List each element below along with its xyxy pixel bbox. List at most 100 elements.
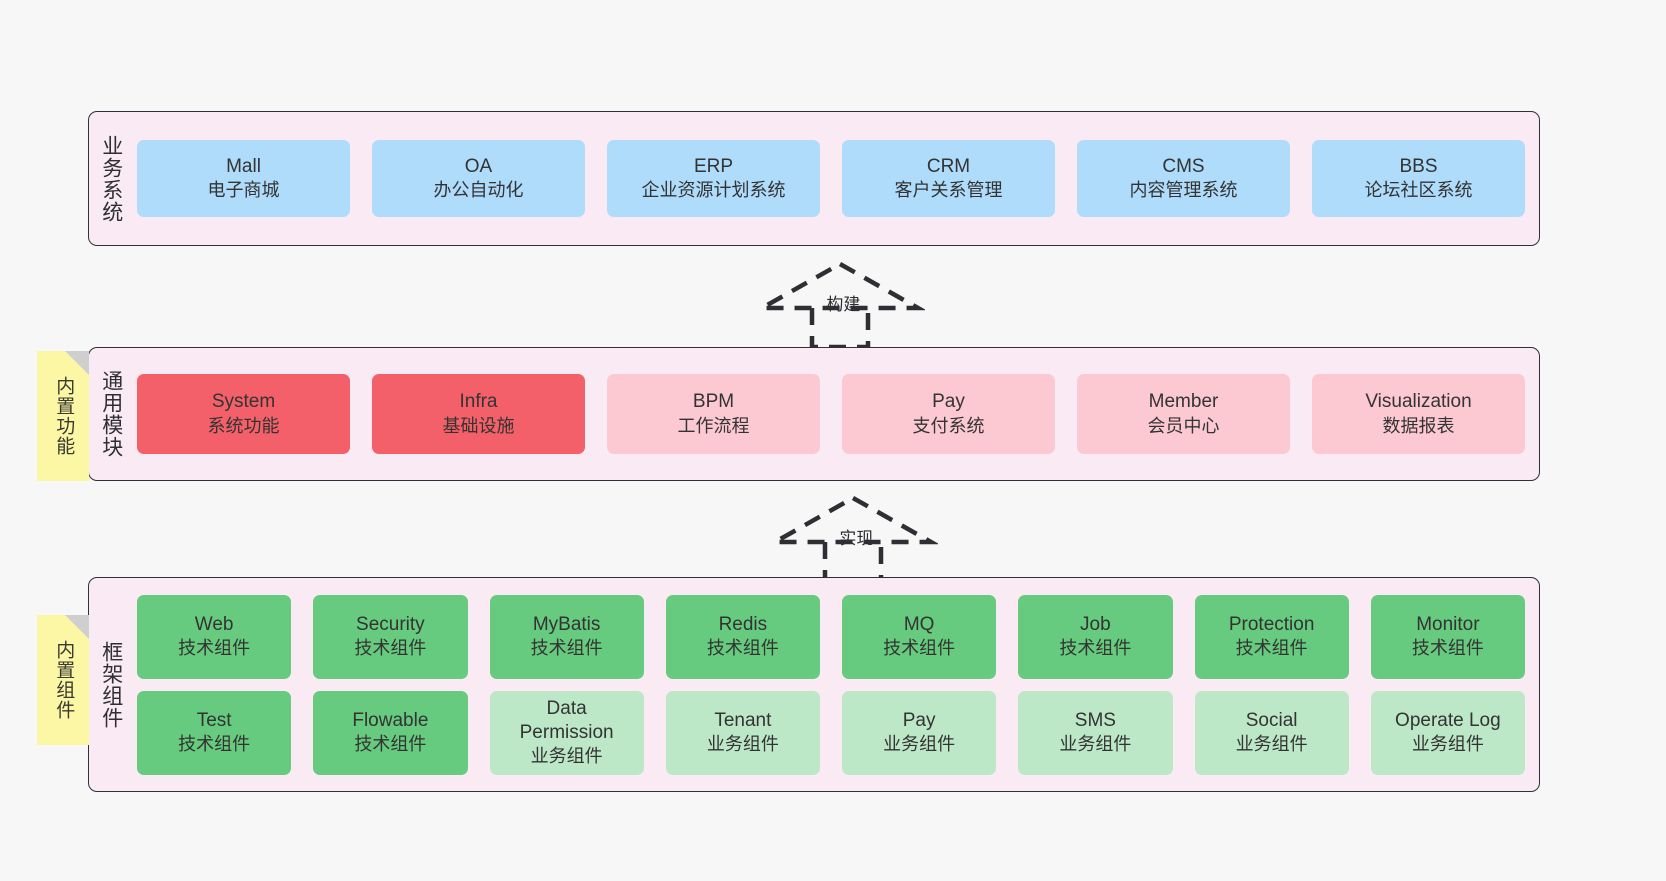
box-title-cn: 企业资源计划系统 xyxy=(641,180,786,201)
box-security[interactable]: Security 技术组件 xyxy=(313,594,468,679)
box-title-en: MyBatis xyxy=(532,613,601,635)
box-title-cn: 技术组件 xyxy=(354,638,427,659)
layer-row: System 系统功能 Infra 基础设施 BPM 工作流程 Pay 支付系统… xyxy=(137,374,1525,454)
arrow-implement-label: 实现 xyxy=(839,529,874,548)
box-title-en: Web xyxy=(194,613,234,635)
layer-common-modules: 通用模块 System 系统功能 Infra 基础设施 BPM 工作流程 Pay… xyxy=(88,347,1540,481)
box-protection[interactable]: Protection 技术组件 xyxy=(1194,594,1349,679)
layer-title-business: 业务系统 xyxy=(99,134,123,223)
box-title-cn: 客户关系管理 xyxy=(894,180,1003,201)
box-flowable[interactable]: Flowable 技术组件 xyxy=(313,690,468,775)
layer-body-business: Mall 电子商城 OA 办公自动化 ERP 企业资源计划系统 CRM 客户关系… xyxy=(133,112,1539,245)
box-infra[interactable]: Infra 基础设施 xyxy=(372,374,585,454)
box-mall[interactable]: Mall 电子商城 xyxy=(137,140,350,217)
box-title-en: BBS xyxy=(1399,155,1438,177)
layer-title-framework: 框架组件 xyxy=(99,640,123,729)
box-social[interactable]: Social 业务组件 xyxy=(1194,690,1349,775)
box-title-en: Member xyxy=(1148,391,1219,413)
box-title-cn: 内容管理系统 xyxy=(1129,180,1238,201)
box-title-cn: 技术组件 xyxy=(178,734,251,755)
box-title-en: Social xyxy=(1245,709,1298,731)
box-title-cn: 业务组件 xyxy=(706,734,779,755)
box-title-cn: 技术组件 xyxy=(354,734,427,755)
box-title-en: Test xyxy=(196,709,232,731)
box-operate-log[interactable]: Operate Log 业务组件 xyxy=(1370,690,1525,775)
box-title-cn: 基础设施 xyxy=(442,415,515,436)
note-fold-corner-icon xyxy=(65,351,89,375)
box-title-cn: 办公自动化 xyxy=(433,180,524,201)
box-title-en: OA xyxy=(464,155,493,177)
box-title-en: System xyxy=(211,391,276,413)
box-visualization[interactable]: Visualization 数据报表 xyxy=(1312,374,1525,454)
box-test[interactable]: Test 技术组件 xyxy=(137,690,292,775)
layer-row: Test 技术组件 Flowable 技术组件 Data Permission … xyxy=(137,690,1525,775)
box-title-cn: 技术组件 xyxy=(883,638,956,659)
box-title-en: Security xyxy=(356,613,425,635)
layer-framework-components: 框架组件 Web 技术组件 Security 技术组件 MyBatis 技术组件… xyxy=(88,577,1540,792)
box-monitor[interactable]: Monitor 技术组件 xyxy=(1370,594,1525,679)
note-text: 内置组件 xyxy=(53,640,75,720)
box-pay-component[interactable]: Pay 业务组件 xyxy=(842,690,997,775)
box-title-cn: 业务组件 xyxy=(883,734,956,755)
box-title-cn: 技术组件 xyxy=(178,638,251,659)
box-web[interactable]: Web 技术组件 xyxy=(137,594,292,679)
layer-business-systems: 业务系统 Mall 电子商城 OA 办公自动化 ERP 企业资源计划系统 CRM… xyxy=(88,111,1540,246)
box-title-cn: 技术组件 xyxy=(1059,638,1132,659)
box-title-cn: 支付系统 xyxy=(912,415,985,436)
generalization-triangle xyxy=(768,495,938,545)
layer-title-common: 通用模块 xyxy=(99,370,123,458)
box-title-cn: 技术组件 xyxy=(530,638,603,659)
box-title-cn: 会员中心 xyxy=(1147,415,1220,436)
box-mybatis[interactable]: MyBatis 技术组件 xyxy=(489,594,644,679)
note-builtin-features: 内置功能 xyxy=(37,351,89,481)
box-title-en: Mall xyxy=(226,155,261,177)
box-data-permission[interactable]: Data Permission 业务组件 xyxy=(489,690,644,775)
box-title-en: Pay xyxy=(932,391,965,413)
box-erp[interactable]: ERP 企业资源计划系统 xyxy=(607,140,820,217)
box-title-cn: 业务组件 xyxy=(530,746,603,767)
arrow-build-label: 构建 xyxy=(826,295,861,314)
box-title-cn: 业务组件 xyxy=(1411,734,1484,755)
box-sms[interactable]: SMS 业务组件 xyxy=(1018,690,1173,775)
box-pay[interactable]: Pay 支付系统 xyxy=(842,374,1055,454)
box-mq[interactable]: MQ 技术组件 xyxy=(842,594,997,679)
box-title-en: Data Permission xyxy=(519,697,614,743)
box-title-en: SMS xyxy=(1074,709,1116,731)
note-text: 内置功能 xyxy=(53,376,75,456)
box-title-cn: 技术组件 xyxy=(1411,638,1484,659)
box-title-en: Tenant xyxy=(714,709,772,731)
box-title-en: Job xyxy=(1080,613,1111,635)
box-title-en: MQ xyxy=(903,613,935,635)
note-fold-corner-icon xyxy=(65,615,89,639)
note-builtin-components: 内置组件 xyxy=(37,615,89,745)
box-title-cn: 论坛社区系统 xyxy=(1364,180,1473,201)
box-title-en: Monitor xyxy=(1416,613,1480,635)
arrow-implement: 实现 xyxy=(768,492,938,582)
box-system[interactable]: System 系统功能 xyxy=(137,374,350,454)
box-title-cn: 技术组件 xyxy=(706,638,779,659)
layer-row: Web 技术组件 Security 技术组件 MyBatis 技术组件 Redi… xyxy=(137,594,1525,679)
box-title-en: Operate Log xyxy=(1395,709,1501,731)
arrow-build: 构建 xyxy=(755,258,925,348)
box-title-en: BPM xyxy=(692,391,735,413)
box-crm[interactable]: CRM 客户关系管理 xyxy=(842,140,1055,217)
box-title-en: Infra xyxy=(459,391,498,413)
box-member[interactable]: Member 会员中心 xyxy=(1077,374,1290,454)
box-bbs[interactable]: BBS 论坛社区系统 xyxy=(1312,140,1525,217)
box-oa[interactable]: OA 办公自动化 xyxy=(372,140,585,217)
box-title-en: Flowable xyxy=(352,709,429,731)
box-title-en: Protection xyxy=(1228,613,1315,635)
box-cms[interactable]: CMS 内容管理系统 xyxy=(1077,140,1290,217)
box-title-cn: 业务组件 xyxy=(1235,734,1308,755)
box-job[interactable]: Job 技术组件 xyxy=(1018,594,1173,679)
box-title-en: CRM xyxy=(926,155,971,177)
box-redis[interactable]: Redis 技术组件 xyxy=(665,594,820,679)
box-bpm[interactable]: BPM 工作流程 xyxy=(607,374,820,454)
box-title-en: ERP xyxy=(693,155,734,177)
generalization-triangle xyxy=(755,261,925,311)
box-title-cn: 业务组件 xyxy=(1059,734,1132,755)
box-title-cn: 系统功能 xyxy=(207,415,280,436)
box-title-cn: 电子商城 xyxy=(207,180,280,201)
box-tenant[interactable]: Tenant 业务组件 xyxy=(665,690,820,775)
